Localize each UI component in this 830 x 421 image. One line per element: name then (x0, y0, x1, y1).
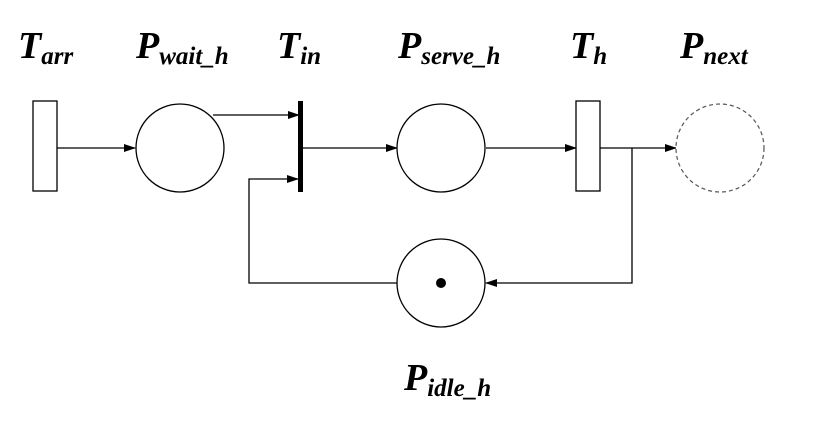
arc-th-to-pidle (485, 148, 633, 287)
label-t-h-sub: h (593, 43, 607, 70)
transition-t-h (575, 100, 601, 192)
label-p-next-sub: next (703, 43, 749, 70)
label-p-next-base: P (679, 25, 704, 67)
label-p-serve-h: Pserve_h (397, 25, 500, 70)
label-t-in-base: T (277, 25, 302, 67)
label-p-wait-h-sub: wait_h (159, 43, 228, 70)
arc-pidle-to-tin (248, 175, 397, 284)
label-p-serve-h-sub: serve_h (420, 43, 500, 70)
place-p-next (675, 103, 765, 193)
label-t-arr-base: T (18, 25, 43, 67)
label-t-arr-sub: arr (41, 43, 73, 70)
label-t-arr: Tarr (18, 25, 73, 70)
transition-t-arr (32, 100, 58, 192)
label-p-idle-h: Pidle_h (403, 357, 491, 402)
label-t-in-sub: in (300, 43, 321, 70)
label-p-wait-h: Pwait_h (135, 25, 229, 70)
label-t-in: Tin (277, 25, 321, 70)
label-t-h: Th (570, 25, 607, 70)
transition-t-in (298, 101, 303, 192)
label-p-wait-h-base: P (135, 25, 160, 67)
label-p-next: Pnext (679, 25, 749, 70)
token-dot (436, 278, 446, 288)
label-p-idle-h-sub: idle_h (427, 375, 491, 402)
place-p-wait-h (135, 103, 225, 193)
place-p-serve-h (396, 103, 486, 193)
label-t-h-base: T (570, 25, 595, 67)
label-p-idle-h-base: P (403, 357, 428, 399)
label-p-serve-h-base: P (397, 25, 422, 67)
